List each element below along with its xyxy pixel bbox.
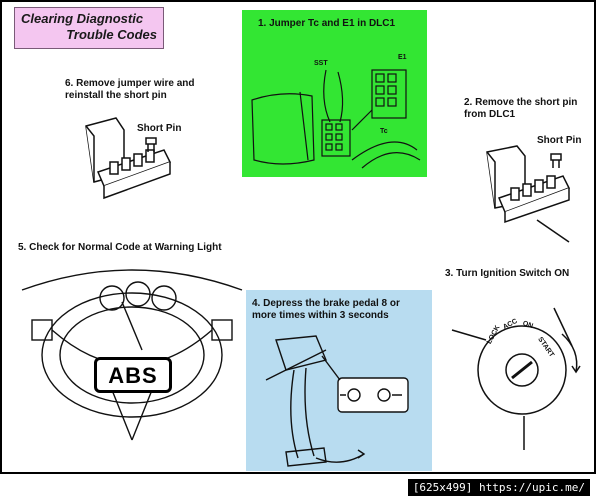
step1-panel: 1. Jumper Tc and E1 in DLC1 SST E1 Tc [242,10,427,177]
tc-label: Tc [380,128,388,135]
sst-label: SST [314,60,328,67]
short-pin-left-label: Short Pin [137,123,182,134]
image-host-badge: [625x499] https://upic.me/ [407,479,590,496]
step4-caption: 4. Depress the brake pedal 8 or more tim… [252,298,400,321]
step1-caption: 1. Jumper Tc and E1 in DLC1 [258,18,396,29]
title-line-2: Trouble Codes [66,27,157,42]
step5-caption: 5. Check for Normal Code at Warning Ligh… [18,242,222,253]
step4-panel: 4. Depress the brake pedal 8 or more tim… [246,290,432,471]
step2-caption: 2. Remove the short pin from DLC1 [464,97,578,120]
e1-label: E1 [398,54,407,61]
abs-warning-light: ABS [94,357,172,393]
diagram-frame: Clearing Diagnostic Trouble Codes 1. Jum… [0,0,596,474]
page-title: Clearing Diagnostic Trouble Codes [14,7,164,49]
dlc1-jumper-illustration [251,69,421,169]
ignition-switch-illustration [451,307,581,450]
short-pin-right-label: Short Pin [537,135,582,146]
short-pin-removal-illustration [486,145,571,243]
step3-caption: 3. Turn Ignition Switch ON [445,268,570,279]
step6-caption: 6. Remove jumper wire and reinstall the … [65,78,195,101]
title-line-1: Clearing Diagnostic [21,11,144,26]
brake-pedal-illustration [265,335,409,467]
abs-text: ABS [108,363,158,388]
footer: [625x499] https://upic.me/ [0,476,596,498]
short-pin-reinstall-illustration [85,117,172,200]
